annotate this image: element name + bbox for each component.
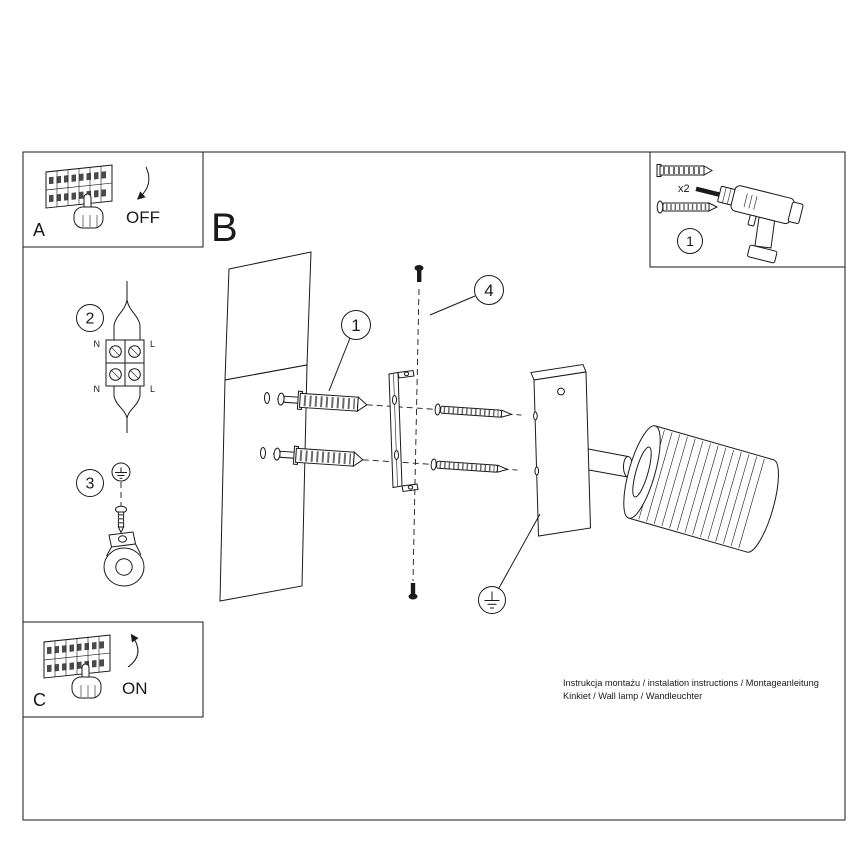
lamp-shade — [623, 425, 779, 553]
parts-box: x2 1 — [649, 151, 846, 268]
line-label-top: L — [150, 339, 155, 349]
step-4-number: 4 — [484, 281, 493, 300]
line-label-bottom: L — [150, 384, 155, 394]
wall-hole — [260, 447, 266, 459]
panel-c: C ON — [22, 621, 204, 718]
step-2-number: 2 — [86, 311, 95, 328]
breaker-panel-icon — [46, 165, 112, 208]
wiring-step: 2 N L N L — [76, 281, 155, 433]
bracket-screw-bottom — [408, 583, 418, 600]
ground-symbol-icon — [111, 462, 131, 482]
breaker-panel-icon — [44, 635, 110, 678]
panel-c-box — [22, 621, 204, 718]
ground-bracket-icon — [103, 531, 145, 587]
ground-callout-icon — [478, 586, 506, 614]
panel-a-box — [22, 151, 204, 248]
parts-box-step-number: 1 — [686, 233, 694, 249]
lamp-arm — [588, 448, 633, 478]
section-b-label: B — [211, 206, 238, 250]
bracket-screw-top — [414, 265, 424, 282]
panel-c-state-label: ON — [122, 679, 148, 698]
main-frame — [22, 151, 846, 821]
footer-line-1: Instrukcja montażu / instalation instruc… — [563, 678, 819, 688]
footer-text: Instrukcja montażu / instalation instruc… — [563, 678, 819, 701]
callout-4-leader — [429, 295, 476, 316]
parts-box-frame — [649, 151, 846, 268]
wall-panel — [219, 251, 312, 602]
step-3-number: 3 — [86, 476, 95, 493]
step-1-circle — [341, 310, 371, 340]
parts-box-step-circle — [677, 228, 703, 254]
step-2-circle — [76, 304, 104, 332]
terminal-block-diagram: N L N L — [94, 281, 155, 433]
callout-1-leader — [328, 337, 351, 392]
wall-plug-icon — [656, 164, 714, 177]
step-3-circle — [76, 469, 104, 497]
screw-icon — [656, 200, 719, 214]
ground-callout-leader — [498, 513, 541, 589]
lamp-base — [530, 363, 592, 537]
panel-a-state-label: OFF — [126, 208, 160, 227]
arrow-down-icon — [137, 166, 150, 200]
drill-icon — [695, 185, 804, 264]
neutral-label-top: N — [94, 339, 101, 349]
panel-a: A OFF — [22, 151, 204, 248]
screw-anchor-row-2 — [272, 445, 518, 473]
plug-quantity-label: x2 — [678, 183, 690, 195]
arrow-up-icon — [127, 633, 139, 668]
mounting-bracket — [388, 369, 419, 493]
wall-hole — [264, 392, 270, 404]
panel-c-label: C — [33, 690, 46, 710]
exploded-view: 1 4 — [219, 251, 779, 614]
footer-line-2: Kinkiet / Wall lamp / Wandleuchter — [563, 691, 702, 701]
ground-screw-icon — [115, 505, 127, 534]
step-1-number: 1 — [351, 316, 360, 335]
ground-step: 3 — [76, 462, 145, 587]
step-4-circle — [474, 275, 504, 305]
neutral-label-bottom: N — [94, 384, 101, 394]
panel-a-label: A — [33, 220, 45, 240]
vertical-axis-dashed-line — [412, 288, 420, 582]
